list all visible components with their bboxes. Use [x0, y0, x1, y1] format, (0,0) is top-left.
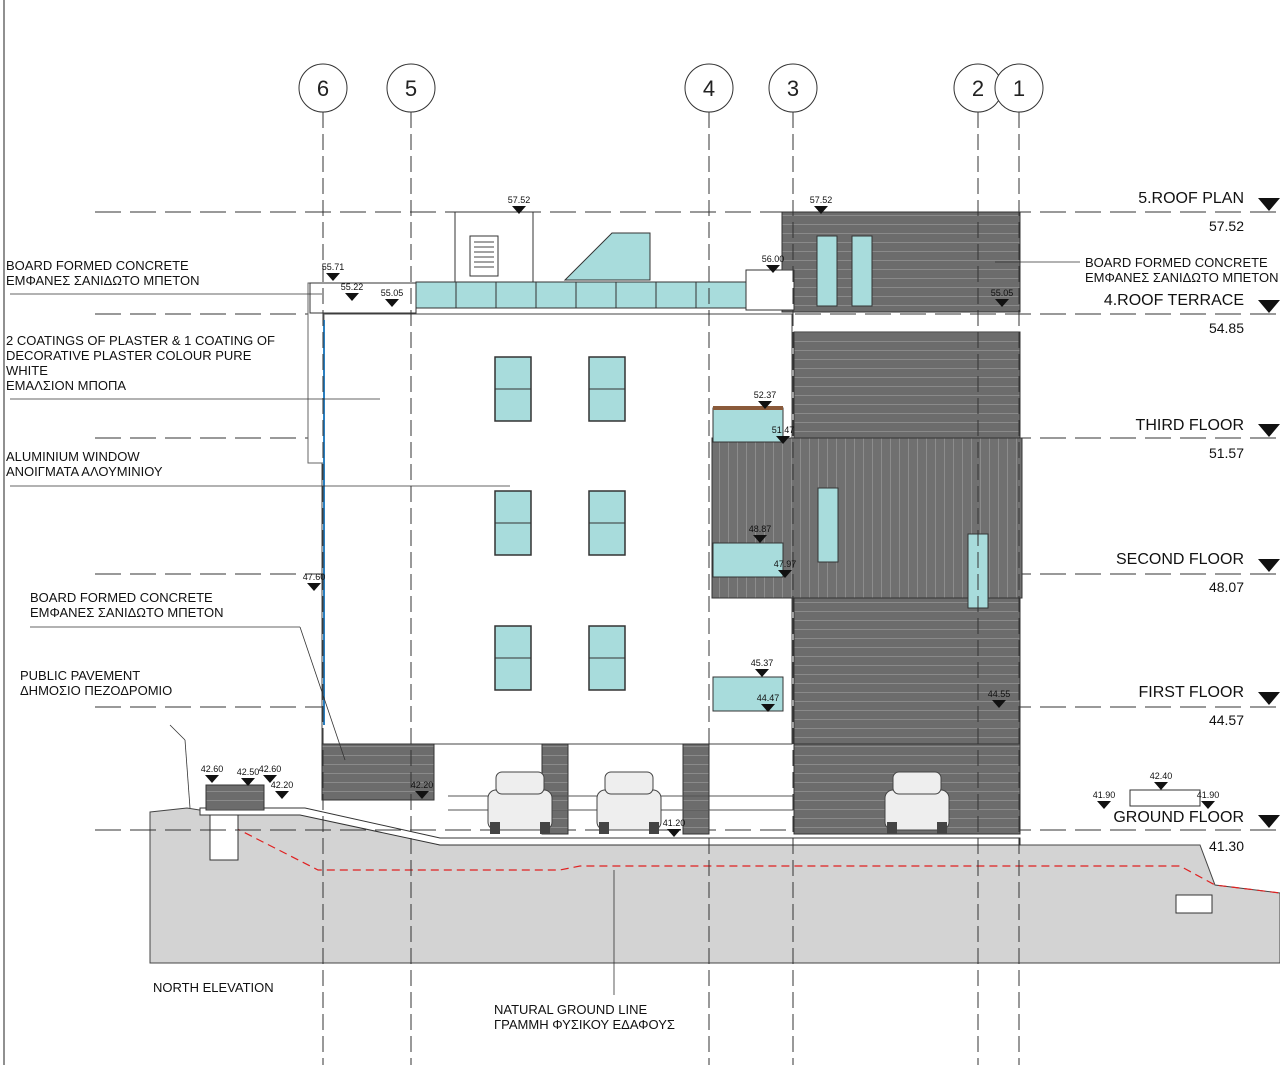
spot-level-marker [1201, 801, 1215, 809]
spot-level-label: 42.60 [259, 764, 282, 774]
ramp [199, 807, 1021, 846]
spot-level-label: 41.90 [1197, 790, 1220, 800]
spot-level-label: 55.71 [322, 262, 345, 272]
annotation-board-formed-concrete-right: BOARD FORMED CONCRETE ΕΜΦΑΝΕΣ ΣΑΝΙΔΩΤΟ Μ… [1085, 255, 1279, 285]
spot-level-marker [385, 299, 399, 307]
level-value: 57.52 [1208, 218, 1244, 234]
level-value: 51.57 [1208, 445, 1244, 461]
spot-level-label: 41.20 [663, 818, 686, 828]
spot-level-label: 41.90 [1093, 790, 1116, 800]
spot-level-marker [275, 791, 289, 799]
spot-level-marker [766, 265, 780, 273]
spot-level-label: 57.52 [508, 195, 531, 205]
spot-level-label: 51.47 [772, 425, 795, 435]
spot-level-label: 44.55 [988, 689, 1011, 699]
grid-lines [322, 112, 1020, 1065]
spot-level-marker [345, 293, 359, 301]
spot-level-marker [992, 700, 1006, 708]
ground-section [149, 807, 1280, 964]
level-name: SECOND FLOOR [1115, 551, 1244, 568]
grid-label: 5 [405, 76, 417, 101]
spot-level-marker [1154, 782, 1168, 790]
car [487, 771, 950, 831]
spot-level-label: 47.97 [774, 559, 797, 569]
spot-level-label: 42.60 [201, 764, 224, 774]
skylight [563, 232, 651, 281]
level-name: 4.ROOF TERRACE [1103, 292, 1244, 309]
annotation-natural-ground-line: NATURAL GROUND LINE ΓΡΑΜΜΗ ΦΥΣΙΚΟΥ ΕΔΑΦΟ… [494, 1002, 675, 1032]
spot-level-marker [761, 704, 775, 712]
spot-level-label: 55.05 [991, 288, 1014, 298]
spot-level-label: 45.37 [751, 658, 774, 668]
spot-level-marker [326, 273, 340, 281]
drawing-title: NORTH ELEVATION [153, 980, 274, 995]
spot-level-marker [667, 829, 681, 837]
grid-label: 1 [1013, 76, 1025, 101]
level-name: GROUND FLOOR [1113, 809, 1244, 826]
spot-level-label: 55.05 [381, 288, 404, 298]
spot-level-marker [307, 583, 321, 591]
tower-window [817, 487, 839, 563]
level-markers [1258, 198, 1280, 828]
tower-window [816, 235, 838, 307]
spot-level-marker [778, 570, 792, 578]
spot-level-label: 42.50 [237, 767, 260, 777]
spot-level-marker [205, 775, 219, 783]
annotation-public-pavement: PUBLIC PAVEMENT ΔΗΜΟΣΙΟ ΠΕΖΟΔΡΟΜΙΟ [20, 668, 173, 698]
spot-level-marker [241, 778, 255, 786]
grid-label: 3 [787, 76, 799, 101]
annotation-aluminium-window: ALUMINIUM WINDOW ΑΝΟΙΓΜΑΤΑ ΑΛΟΥΜΙΝΙΟΥ [6, 449, 163, 479]
spot-level-label: 42.20 [271, 780, 294, 790]
spot-level-marker [753, 535, 767, 543]
spot-level-label: 56.00 [762, 254, 785, 264]
spot-level-label: 44.47 [757, 693, 780, 703]
level-value: 44.57 [1208, 712, 1244, 728]
level-name: 5.ROOF PLAN [1138, 190, 1244, 207]
spot-level-marker [415, 791, 429, 799]
spot-level-label: 52.37 [754, 390, 777, 400]
spot-level-label: 42.20 [411, 780, 434, 790]
grid-label: 4 [703, 76, 715, 101]
level-value: 41.30 [1208, 838, 1244, 854]
footing-left [209, 811, 239, 861]
grid-label: 2 [972, 76, 984, 101]
level-lines [95, 211, 1280, 831]
annotation-board-formed-concrete-lower: BOARD FORMED CONCRETE ΕΜΦΑΝΕΣ ΣΑΝΙΔΩΤΟ Μ… [30, 590, 224, 620]
spot-level-marker [814, 206, 828, 214]
spot-level-marker [263, 775, 277, 783]
annotation-plaster: 2 COATINGS OF PLASTER & 1 COATING OF DEC… [6, 333, 275, 393]
tower-window [851, 235, 873, 307]
spot-level-marker [755, 669, 769, 677]
spot-level-marker [776, 436, 790, 444]
spot-level-marker [758, 401, 772, 409]
natural-ground-line [209, 814, 1280, 894]
spot-level-label: 47.60 [303, 572, 326, 582]
spot-level-marker [512, 206, 526, 214]
spot-level-marker [1097, 801, 1111, 809]
balcony-glass [712, 407, 784, 443]
level-name: THIRD FLOOR [1135, 417, 1244, 434]
roof-glass-railing [415, 281, 747, 309]
spot-level-label: 55.22 [341, 282, 364, 292]
level-value: 54.85 [1208, 320, 1244, 336]
spot-level-marker [995, 299, 1009, 307]
balcony-glass [712, 542, 784, 578]
leader-lines [10, 261, 1080, 995]
spot-levels: 57.52 57.52 56.00 55.71 55.22 55.05 55.05 52.37… [201, 195, 1220, 837]
footing-right [1175, 894, 1213, 914]
spot-level-label: 48.87 [749, 524, 772, 534]
level-value: 48.07 [1208, 579, 1244, 595]
grid-bubbles [298, 63, 1044, 113]
annotation-board-formed-concrete-top: BOARD FORMED CONCRETE ΕΜΦΑΝΕΣ ΣΑΝΙΔΩΤΟ Μ… [6, 258, 200, 288]
level-name: FIRST FLOOR [1138, 684, 1245, 701]
grid-label: 6 [317, 76, 329, 101]
spot-level-label: 42.40 [1150, 771, 1173, 781]
spot-level-label: 57.52 [810, 195, 833, 205]
